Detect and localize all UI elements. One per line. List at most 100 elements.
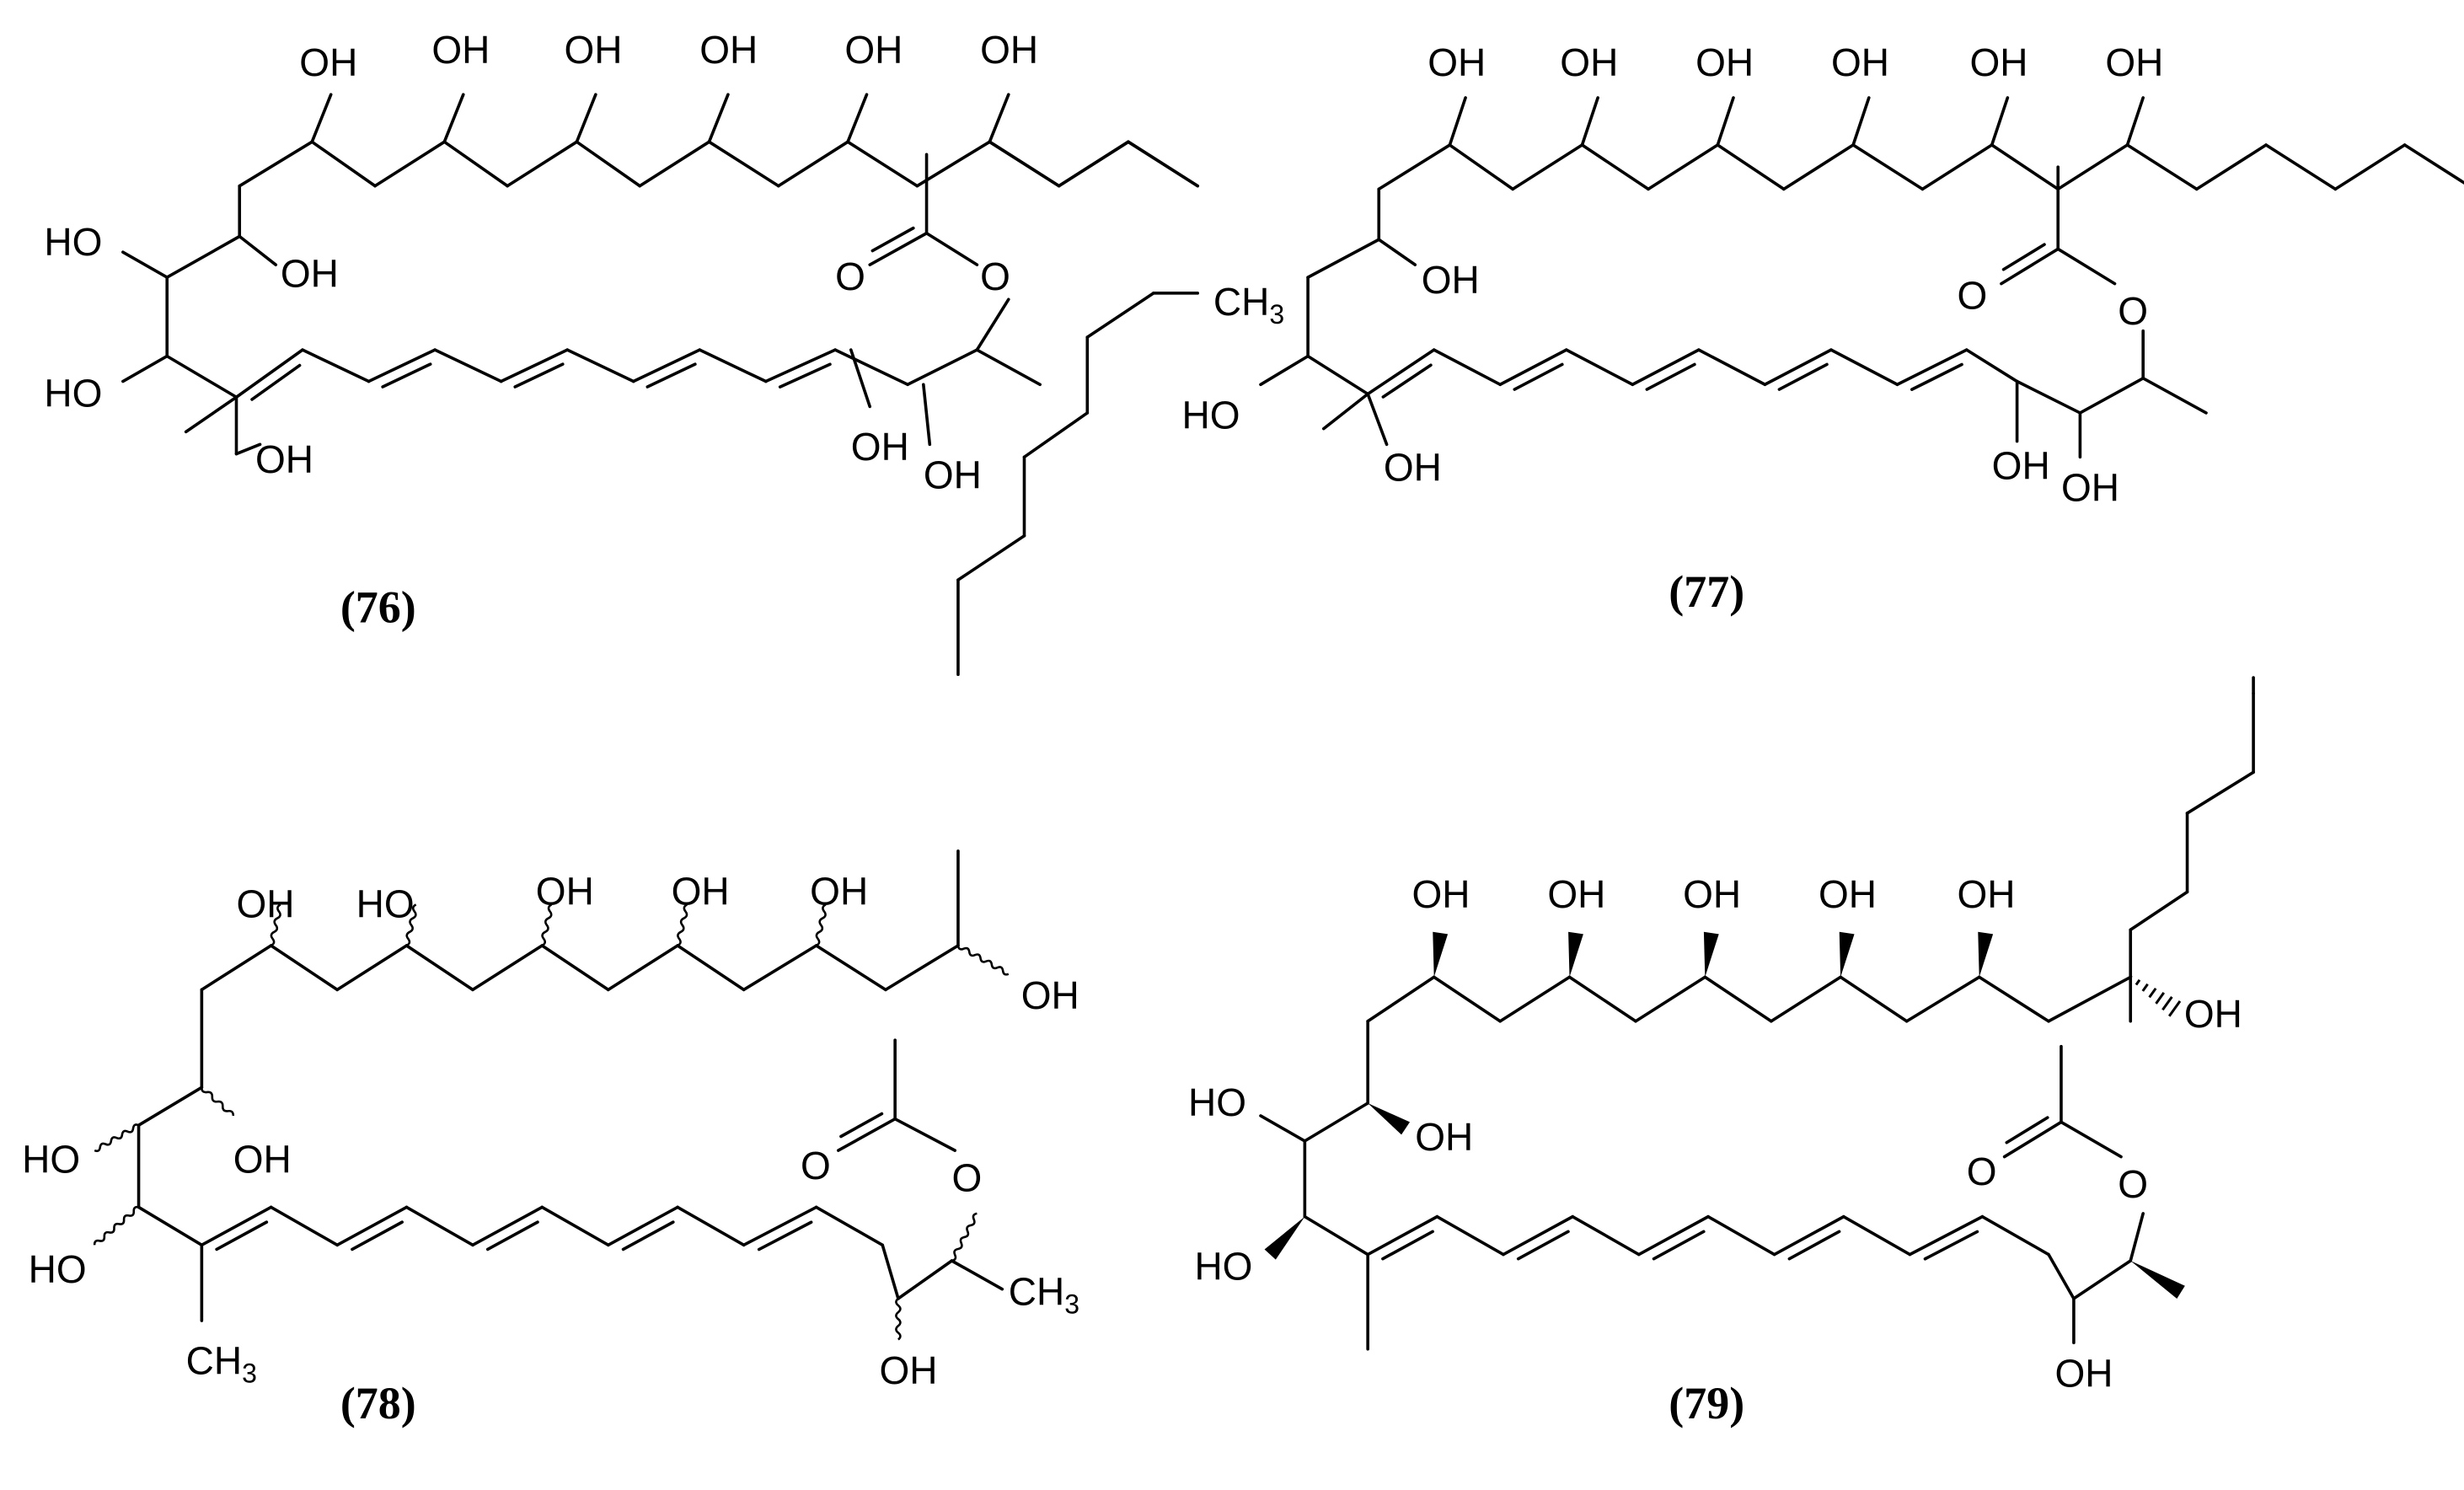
backbone (373, 140, 447, 188)
double-bond-inner (1923, 1230, 1979, 1261)
wedge-bond (1264, 1216, 1305, 1260)
hydroxyl-label: OH (1831, 40, 1889, 84)
bond (975, 348, 1042, 387)
hydroxyl-label: HO (1188, 1080, 1246, 1124)
wedge-bond (1433, 931, 1449, 978)
bond (1571, 1214, 1641, 1257)
double-bond (1502, 1214, 1575, 1257)
backbone (1448, 143, 1514, 191)
hydroxyl-label: OH (1970, 40, 2028, 84)
double-bond (335, 1205, 409, 1247)
carbonyl-oxygen-label: O (801, 1144, 831, 1187)
wavy-bond (93, 1205, 139, 1246)
wavy-bond (677, 903, 688, 947)
alkyl-chain (988, 140, 1061, 188)
bond (1259, 1114, 1307, 1143)
backbone (2333, 143, 2407, 191)
double-bond (1895, 348, 1969, 387)
backbone (1511, 143, 1584, 191)
hydroxyl-label: OH (536, 869, 594, 913)
bond (1259, 354, 1310, 387)
hydroxyl-label: HO (356, 882, 415, 925)
hydroxyl-label: OH (1384, 445, 1442, 489)
hydroxyl-label: HO (22, 1137, 80, 1181)
hydroxyl-label: OH (2184, 992, 2242, 1036)
double-bond-inner (778, 362, 832, 389)
hydroxyl-label: OH (2054, 1352, 2113, 1396)
bond (849, 348, 872, 409)
backbone (1782, 143, 1855, 191)
alkyl-chain (1022, 411, 1090, 459)
backbone (1432, 975, 1503, 1023)
bond (1842, 1214, 1912, 1257)
bond (121, 250, 169, 279)
carbonyl-oxygen-label: O (835, 255, 865, 298)
alkyl-chain (1057, 140, 1130, 188)
bond (707, 93, 730, 144)
bond (1990, 96, 2010, 147)
double-bond (1631, 348, 1701, 387)
hydroxyl-label: OH (431, 28, 490, 72)
bond (2060, 1120, 2123, 1159)
bond (1980, 1214, 2050, 1257)
backbone (1977, 975, 2050, 1023)
backbone (776, 140, 849, 188)
double-bond-inner (215, 1220, 269, 1251)
alkyl-chain (2185, 770, 2255, 815)
backbone (269, 944, 339, 992)
bond (922, 383, 932, 447)
hydroxyl-label: HO (44, 371, 102, 415)
hydroxyl-label: OH (699, 28, 758, 72)
backbone (607, 944, 679, 992)
bond (1706, 1214, 1776, 1257)
bond (2129, 1212, 2145, 1262)
wedge-bond (1703, 931, 1719, 978)
hydroxyl-label: OH (1021, 973, 1079, 1017)
backbone (846, 140, 919, 188)
backbone (1567, 975, 1637, 1023)
double-bond (1772, 1214, 1845, 1257)
bond (1580, 96, 1599, 147)
hydroxyl-label: OH (1415, 1115, 1473, 1159)
double-bond (234, 348, 304, 399)
alkyl-chain (956, 533, 1026, 582)
backbone (2402, 143, 2464, 185)
backbone (1920, 143, 1994, 191)
backbone (814, 944, 887, 992)
hydroxyl-label: OH (1422, 258, 1480, 302)
bond (310, 93, 333, 144)
backbone (638, 140, 711, 188)
double-bond-inner (870, 226, 915, 253)
double-bond-inner (250, 363, 302, 401)
bond (1448, 96, 1467, 147)
double-bond-inner (2001, 243, 2046, 271)
backbone (575, 140, 642, 188)
double-bond (868, 231, 929, 266)
hydroxyl-label: OH (1547, 872, 1605, 916)
hydroxyl-label: OH (879, 1348, 937, 1392)
carbonyl-oxygen-label: O (1958, 274, 1988, 318)
backbone (884, 944, 960, 992)
double-bond (1498, 348, 1568, 387)
wavy-bond (951, 1212, 978, 1262)
bond (1435, 1214, 1505, 1257)
bond (1377, 238, 1417, 266)
ring-oxygen-label: O (2118, 289, 2148, 333)
double-bond-inner (839, 1112, 884, 1139)
bond (137, 1085, 204, 1127)
backbone (335, 944, 409, 992)
bond (2125, 96, 2145, 147)
hydroxyl-label: OH (2061, 466, 2119, 510)
bond (814, 1205, 884, 1247)
bond (833, 348, 909, 387)
bond (238, 234, 278, 266)
hydroxyl-label: OH (255, 437, 313, 481)
backbone (1366, 975, 1436, 1023)
double-bond (471, 1205, 544, 1247)
bond (2141, 376, 2208, 415)
double-bond-inner (1777, 362, 1829, 391)
hydroxyl-label: OH (1819, 872, 1877, 916)
compound-caption: (79) (1669, 1378, 1744, 1428)
